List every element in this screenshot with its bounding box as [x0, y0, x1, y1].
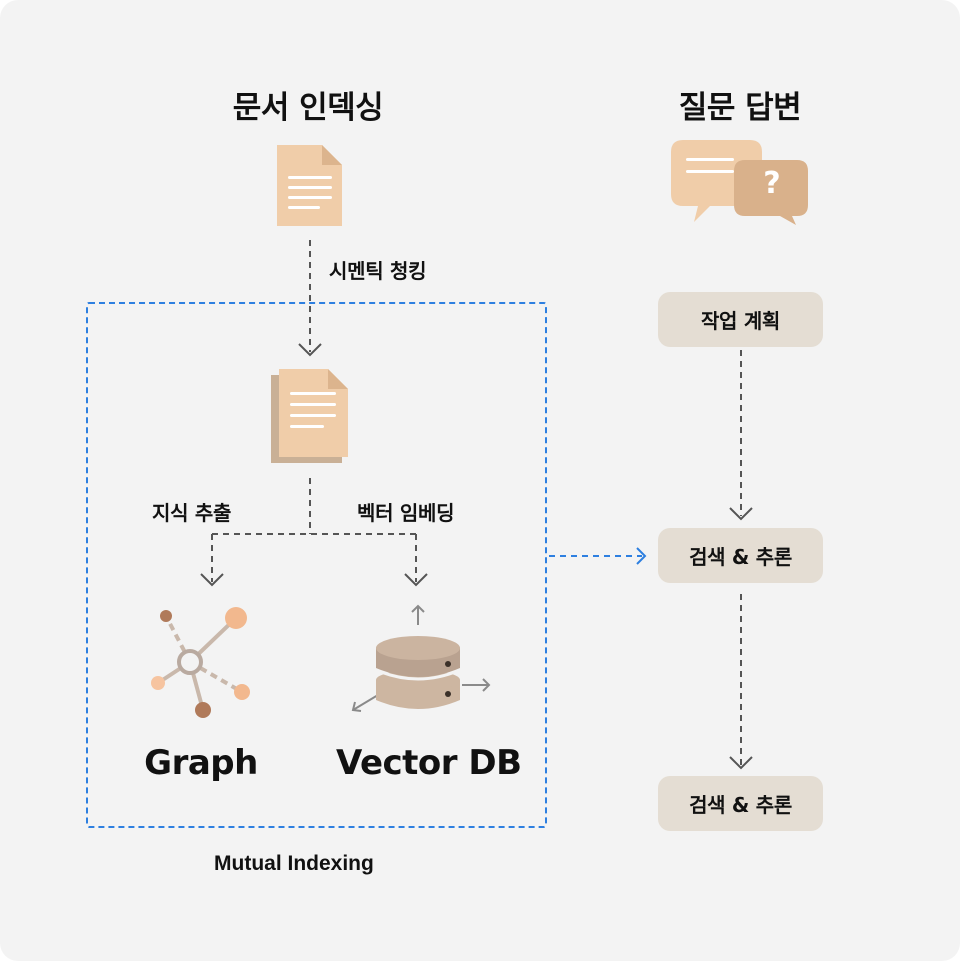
chat-bubbles-icon	[671, 140, 808, 225]
stacked-documents-icon	[271, 369, 348, 463]
qa-title: 질문 답변	[678, 90, 802, 126]
vector-embedding-label: 벡터 임베딩	[357, 501, 455, 525]
document-icon	[277, 145, 342, 226]
task-planning-step: 작업 계획	[658, 292, 823, 347]
database-icon	[351, 604, 491, 712]
mutual-indexing-caption: Mutual Indexing	[214, 852, 374, 875]
graph-label: Graph	[144, 743, 258, 783]
graph-network-icon	[151, 607, 250, 718]
search-reasoning-step: 검색 & 추론	[658, 528, 823, 583]
vector-db-label: Vector DB	[336, 743, 522, 783]
indexing-title: 문서 인덱싱	[232, 90, 384, 126]
knowledge-extraction-label: 지식 추출	[152, 501, 232, 525]
search-reasoning-step-2: 검색 & 추론	[658, 776, 823, 831]
chunking-label: 시멘틱 청킹	[329, 259, 427, 283]
mutual-indexing-box	[86, 302, 547, 828]
question-mark-icon: ?	[763, 166, 781, 201]
